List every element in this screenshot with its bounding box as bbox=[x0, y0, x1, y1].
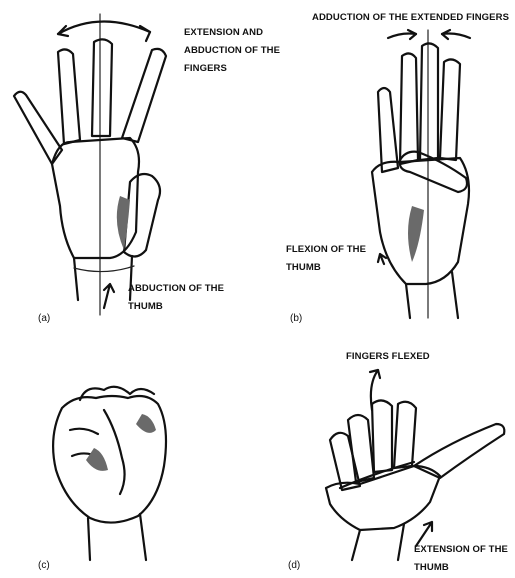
middle-finger bbox=[92, 39, 112, 136]
middle-finger-b bbox=[420, 43, 438, 160]
panel-letter-d: (d) bbox=[288, 560, 300, 571]
panel-letter-b: (b) bbox=[290, 313, 302, 324]
wrist-outline-b bbox=[406, 272, 458, 318]
index-finger bbox=[122, 49, 166, 142]
ring-finger-d bbox=[348, 415, 374, 482]
label-extension-abduction-fingers-line2: ABDUCTION OF THE bbox=[184, 45, 280, 57]
fist-shadow-1 bbox=[86, 448, 108, 471]
thumb-flexion-arrow bbox=[378, 254, 386, 264]
abduction-arc-arrow bbox=[58, 21, 150, 34]
panel-b-hand-illustration bbox=[372, 30, 470, 318]
label-extension-thumb-line1: EXTENSION OF THE bbox=[414, 544, 508, 556]
panel-letter-c: (c) bbox=[38, 560, 50, 571]
panel-d-hand-illustration bbox=[326, 370, 504, 560]
panel-a-hand-illustration bbox=[14, 14, 166, 315]
palm-d bbox=[326, 466, 440, 530]
fingertips-row bbox=[340, 462, 414, 488]
thumb-web-shadow bbox=[117, 196, 130, 250]
ring-finger bbox=[58, 49, 80, 144]
ring-finger-b bbox=[400, 53, 418, 164]
label-abduction-thumb-line1: ABDUCTION OF THE bbox=[128, 283, 224, 295]
fist-shadow-2 bbox=[136, 414, 156, 433]
thumb-abduction-arrow bbox=[104, 284, 114, 308]
wrist-outline bbox=[74, 256, 132, 300]
panel-letter-a: (a) bbox=[38, 313, 50, 324]
label-fingers-flexed: FINGERS FLEXED bbox=[346, 351, 430, 363]
label-abduction-thumb-line2: THUMB bbox=[128, 301, 163, 313]
label-extension-thumb-line2: THUMB bbox=[414, 562, 449, 574]
label-adduction-extended-fingers: ADDUCTION OF THE EXTENDED FINGERS bbox=[312, 12, 509, 24]
wrist-crease bbox=[74, 266, 134, 272]
fist-outline bbox=[53, 396, 166, 523]
palm-shadow-b bbox=[408, 206, 424, 262]
little-finger-b bbox=[378, 88, 398, 172]
panel-c-fist-illustration bbox=[53, 387, 166, 560]
index-finger-b bbox=[440, 59, 460, 160]
middle-finger-d bbox=[372, 400, 392, 472]
label-extension-abduction-fingers-line3: FINGERS bbox=[184, 63, 227, 75]
label-extension-abduction-fingers-line1: EXTENSION AND bbox=[184, 27, 263, 39]
label-flexion-thumb-line1: FLEXION OF THE bbox=[286, 244, 366, 256]
thumb-over-fingers bbox=[104, 410, 125, 494]
label-flexion-thumb-line2: THUMB bbox=[286, 262, 321, 274]
index-finger-d bbox=[394, 402, 416, 468]
thumb-d bbox=[414, 424, 504, 478]
thumb-extension-arrow bbox=[416, 522, 432, 546]
